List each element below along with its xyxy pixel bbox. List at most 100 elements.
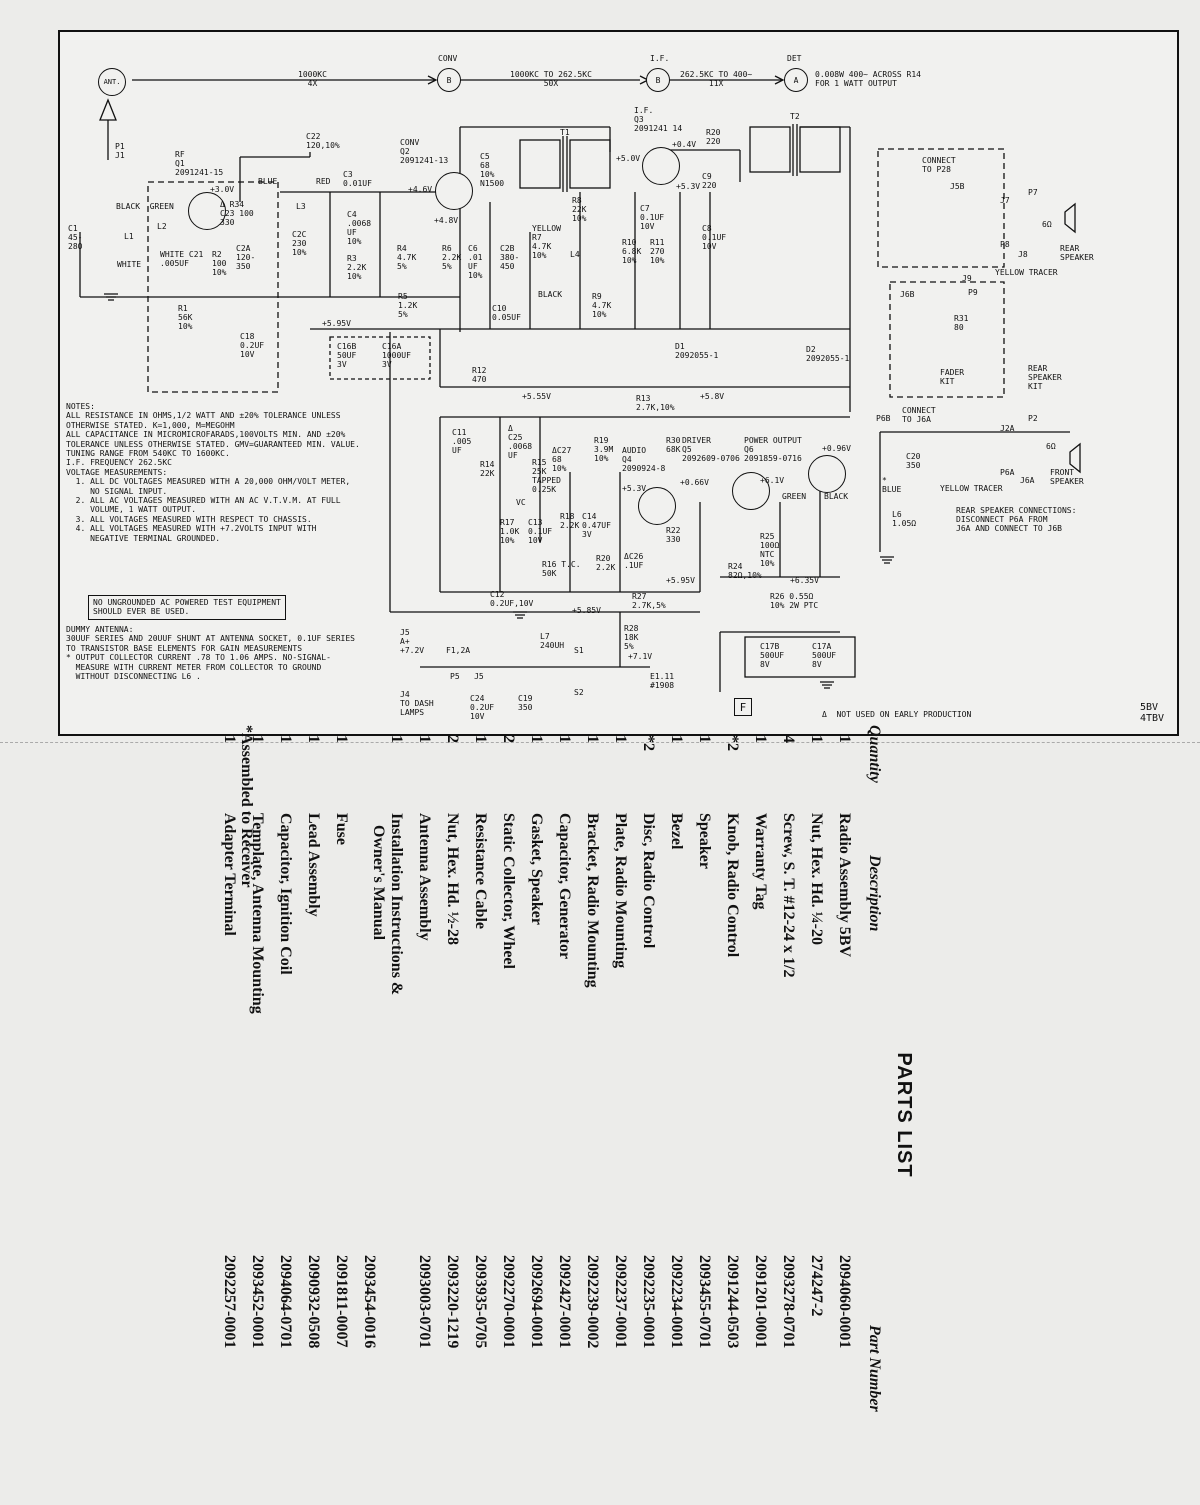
parts-row-part-number: 2092234-0001: [668, 1255, 685, 1349]
c13-label: C13 0.1UF 10V: [528, 518, 553, 545]
c26-label: ΔC26 .1UF: [624, 552, 644, 570]
r17-label: R17 1.0K 10%: [500, 518, 520, 545]
f1-label: F1,2A: [446, 646, 471, 655]
r20b-label: R20 2.2K: [596, 554, 616, 572]
quantity-header: Quantity: [866, 725, 883, 783]
q3-label: I.F. Q3 2091241 14: [634, 106, 683, 133]
if-title: I.F.: [650, 54, 670, 63]
model-label: 5BV 4TBV: [1140, 702, 1165, 724]
parts-row-part-number: 2093454-0016: [361, 1255, 378, 1349]
r26-label: R26 0.55Ω 10% 2W PTC: [770, 592, 819, 610]
c20-label: C20 350: [906, 452, 921, 470]
green-label: GREEN: [782, 492, 807, 501]
six-ohm-rear: 6Ω: [1042, 220, 1052, 229]
r18-label: R18 2.2K: [560, 512, 580, 530]
l3-label: L3: [296, 202, 306, 211]
parts-row-description: Screw, S. T. #12-24 x 1/2: [780, 813, 797, 978]
parts-row-description: Nut, Hex. Hd. ½-28: [444, 813, 461, 945]
c22-label: C22 120,10%: [306, 132, 340, 150]
v585-label: +5.85V: [572, 606, 601, 615]
r12-label: R12 470: [472, 366, 487, 384]
v066-label: +0.66V: [680, 478, 709, 487]
if-badge: B: [646, 68, 670, 92]
driver-label: DRIVER Q5 2092609-0706: [682, 436, 740, 463]
connect-j6a-label: CONNECT TO J6A: [902, 406, 936, 424]
parts-row-quantity: 2: [500, 735, 517, 743]
conv-badge-label: B: [446, 75, 452, 85]
parts-row-quantity: *2: [724, 735, 741, 751]
black-label: BLACK: [538, 290, 563, 299]
rear-speaker-label: REAR SPEAKER: [1060, 244, 1094, 262]
p6b-label: P6B: [876, 414, 891, 423]
p9-label: P9: [968, 288, 978, 297]
parts-row-quantity: 1: [528, 735, 545, 743]
parts-row-description: Gasket, Speaker: [528, 813, 545, 925]
p5j5-label: P5 J5: [450, 672, 484, 681]
r14-label: R14 22K: [480, 460, 495, 478]
parts-row-part-number: 2094060-0001: [836, 1255, 853, 1349]
v50-label: +5.0V: [616, 154, 641, 163]
parts-row-description: Fuse: [333, 813, 350, 845]
rear-speaker-kit-label: REAR SPEAKER KIT: [1028, 364, 1062, 391]
schematic-diagram: ANT. 1000KC 4X CONV B 1000KC TO 262.5KC …: [58, 30, 1179, 736]
c16b-label: C16B 50UF 3V: [337, 342, 357, 369]
seg3-label: 262.5KC TO 400~ 11X: [680, 70, 753, 88]
det-badge-label: A: [793, 75, 799, 85]
parts-row-description: Plate, Radio Mounting: [612, 813, 629, 969]
r7-label: YELLOW R7 4.7K 10%: [532, 224, 561, 260]
yellow-tracer-top: YELLOW TRACER: [995, 268, 1058, 277]
parts-row-description: Capacitor, Generator: [556, 813, 573, 960]
v58-label: +5.8V: [700, 392, 725, 401]
r5-label: R5 1.2K 5%: [398, 292, 418, 319]
r25-label: R25 100Ω NTC 10%: [760, 532, 780, 568]
parts-row-part-number: 2092694-0001: [528, 1255, 545, 1349]
l6-label: L6 1.05Ω: [892, 510, 917, 528]
t2-label: T2: [790, 112, 800, 121]
parts-row-quantity: 1: [221, 735, 238, 743]
r31-label: R31 80: [954, 314, 969, 332]
v30-label: +3.0V: [210, 185, 235, 194]
r3-label: R3 2.2K 10%: [347, 254, 367, 281]
j2a-label: J2A: [1000, 424, 1015, 433]
parts-row-quantity: 1: [612, 735, 629, 743]
r16-label: R16 T.C. 50K: [542, 560, 581, 578]
parts-row-description: Installation Instructions & Owner's Manu…: [370, 813, 405, 996]
v555-label: +5.55V: [522, 392, 551, 401]
parts-row-description: Speaker: [696, 813, 713, 869]
parts-row-description: Resistance Cable: [472, 813, 489, 929]
det-badge: A: [784, 68, 808, 92]
l7-label: L7 240UH: [540, 632, 565, 650]
c2b-label: C2B 380- 450: [500, 244, 520, 271]
j5b-label: J5B: [950, 182, 965, 191]
r15-label: R15 25K TAPPED 0.25K: [532, 458, 561, 494]
v46-label: +4.6V: [408, 185, 433, 194]
yellow-tracer-bottom: YELLOW TRACER: [940, 484, 1003, 493]
d1-label: D1 2092055-1: [675, 342, 719, 360]
r10-label: R10 6.8K 10%: [622, 238, 642, 265]
parts-row-quantity: 1: [696, 735, 713, 743]
v635-label: +6.35V: [790, 576, 819, 585]
parts-row-description: Bezel: [668, 813, 685, 850]
parts-row-part-number: 2093935-0705: [472, 1255, 489, 1349]
c1-label: C1 45- 280: [68, 224, 83, 251]
if-badge-label: B: [655, 75, 661, 85]
parts-row-description: Capacitor, Ignition Coil: [277, 813, 294, 975]
c27-label: ΔC27 68 10%: [552, 446, 572, 473]
parts-row-quantity: 1: [333, 735, 350, 743]
parts-row-description: Static Collector, Wheel: [500, 813, 517, 969]
parts-row-description: Warranty Tag: [752, 813, 769, 910]
description-header: Description: [866, 855, 883, 932]
parts-row-quantity: 1: [668, 735, 685, 743]
c6-label: C6 .01 UF 10%: [468, 244, 483, 280]
q5-transistor: [732, 472, 770, 510]
connect-p28-label: CONNECT TO P28: [922, 156, 956, 174]
s1-label: S1: [574, 646, 584, 655]
